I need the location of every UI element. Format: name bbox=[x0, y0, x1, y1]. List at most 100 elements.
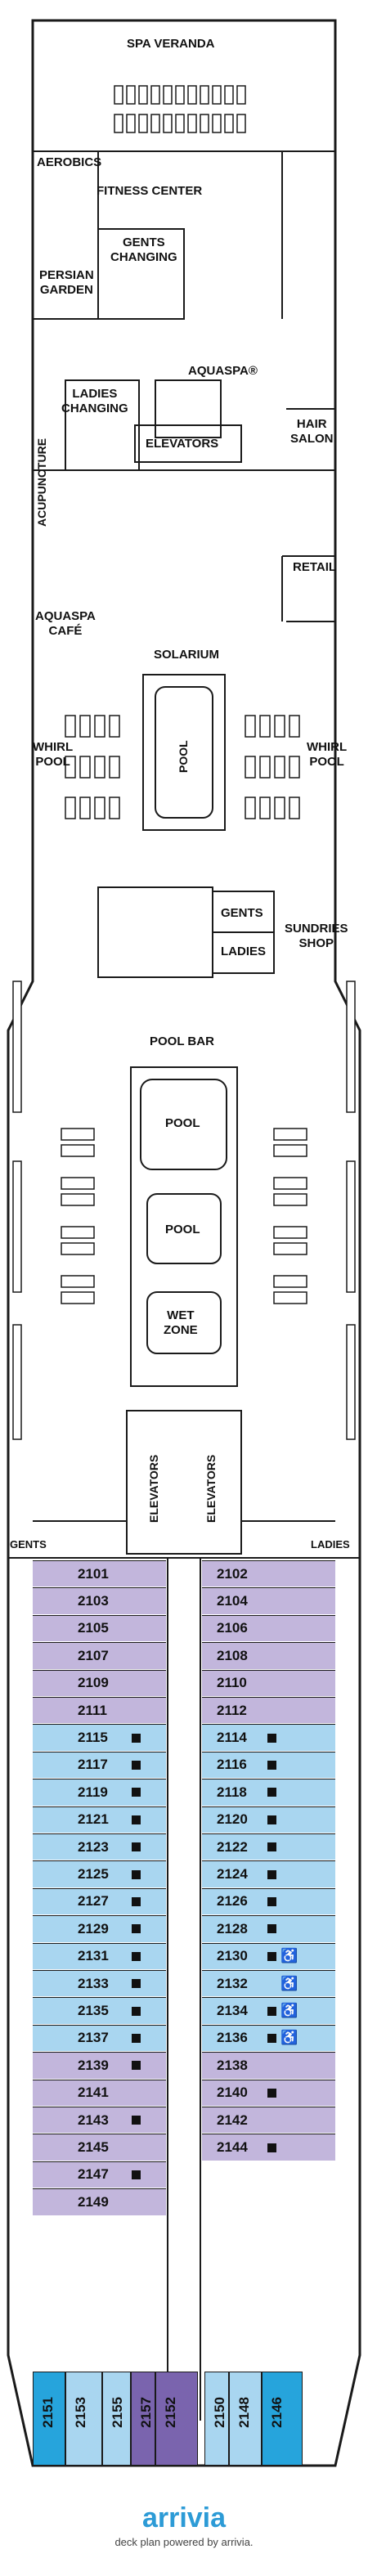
cabin-number: 2123 bbox=[78, 1838, 109, 1855]
cabin-2155[interactable]: 2155 bbox=[102, 2372, 131, 2466]
cabin-2116[interactable]: 2116 bbox=[202, 1751, 335, 1779]
whirl-pool-left-line-2: POOL bbox=[35, 755, 70, 769]
cabin-marker-icon bbox=[267, 1924, 276, 1934]
cabin-2127[interactable]: 2127 bbox=[33, 1887, 166, 1915]
cabin-number: 2138 bbox=[217, 2057, 248, 2073]
cabin-number: 2147 bbox=[78, 2166, 109, 2183]
cabin-number: 2133 bbox=[78, 1975, 109, 1991]
cabin-2147[interactable]: 2147 bbox=[33, 2161, 166, 2188]
cabin-2103[interactable]: 2103 bbox=[33, 1587, 166, 1614]
cabin-2110[interactable]: 2110 bbox=[202, 1669, 335, 1696]
brand-logo[interactable]: arrivia bbox=[141, 2502, 227, 2533]
cabin-2122[interactable]: 2122 bbox=[202, 1833, 335, 1860]
cabin-2136[interactable]: 2136♿ bbox=[202, 2024, 335, 2052]
elevators-right-label: ELEVATORS bbox=[204, 1454, 218, 1523]
cabin-number: 2104 bbox=[217, 1593, 248, 1609]
cabin-2151[interactable]: 2151 bbox=[33, 2372, 65, 2466]
cabin-2129[interactable]: 2129 bbox=[33, 1915, 166, 1942]
cabin-2130[interactable]: 2130♿ bbox=[202, 1942, 335, 1969]
cabin-marker-icon bbox=[267, 2006, 276, 2016]
cabin-number: 2103 bbox=[78, 1593, 109, 1609]
cabin-2107[interactable]: 2107 bbox=[33, 1642, 166, 1669]
cabin-2139[interactable]: 2139 bbox=[33, 2052, 166, 2079]
cabin-2106[interactable]: 2106 bbox=[202, 1614, 335, 1642]
cabin-2138[interactable]: 2138 bbox=[202, 2052, 335, 2079]
cabin-2149[interactable]: 2149 bbox=[33, 2188, 166, 2215]
cabin-number: 2151 bbox=[40, 2397, 56, 2428]
aquaspa-cafe-line-2: CAFÉ bbox=[48, 624, 83, 638]
cabin-2109[interactable]: 2109 bbox=[33, 1669, 166, 1696]
cabin-2104[interactable]: 2104 bbox=[202, 1587, 335, 1614]
elevators-left-label: ELEVATORS bbox=[147, 1454, 160, 1523]
cabin-number: 2141 bbox=[78, 2085, 109, 2101]
cabin-2105[interactable]: 2105 bbox=[33, 1614, 166, 1642]
cabin-number: 2116 bbox=[217, 1757, 247, 1773]
cabin-marker-icon bbox=[132, 1760, 141, 1770]
persian-garden-line-1: PERSIAN bbox=[39, 268, 94, 282]
cabin-2120[interactable]: 2120 bbox=[202, 1806, 335, 1833]
cabin-marker-icon bbox=[267, 1788, 276, 1797]
cabin-number: 2157 bbox=[138, 2397, 154, 2428]
cabin-2108[interactable]: 2108 bbox=[202, 1642, 335, 1669]
cabin-marker-icon bbox=[267, 1896, 276, 1906]
cabin-2117[interactable]: 2117 bbox=[33, 1751, 166, 1779]
cabin-number: 2105 bbox=[78, 1620, 109, 1636]
solarium-pool-label: POOL bbox=[177, 740, 190, 773]
cabin-number: 2134 bbox=[217, 2003, 248, 2019]
cabin-number: 2114 bbox=[217, 1730, 247, 1746]
cabin-2115[interactable]: 2115 bbox=[33, 1724, 166, 1751]
cabin-2111[interactable]: 2111 bbox=[33, 1697, 166, 1724]
cabin-2128[interactable]: 2128 bbox=[202, 1915, 335, 1942]
cabin-2152[interactable]: 2152 bbox=[155, 2372, 198, 2466]
gents-label: GENTS bbox=[221, 906, 263, 920]
cabin-2143[interactable]: 2143 bbox=[33, 2107, 166, 2134]
cabin-number: 2126 bbox=[217, 1893, 248, 1910]
cabin-2146[interactable]: 2146 bbox=[262, 2372, 303, 2466]
cabin-2135[interactable]: 2135 bbox=[33, 1997, 166, 2024]
cabin-2148[interactable]: 2148 bbox=[229, 2372, 262, 2466]
cabin-2102[interactable]: 2102 bbox=[202, 1560, 335, 1587]
cabin-2142[interactable]: 2142 bbox=[202, 2107, 335, 2134]
cabin-2132[interactable]: 2132♿ bbox=[202, 1970, 335, 1997]
forward-lobby bbox=[8, 1410, 360, 2421]
cabin-2125[interactable]: 2125 bbox=[33, 1860, 166, 1887]
cabin-2140[interactable]: 2140 bbox=[202, 2079, 335, 2106]
cabin-2153[interactable]: 2153 bbox=[65, 2372, 102, 2466]
cabin-2101[interactable]: 2101 bbox=[33, 1560, 166, 1587]
pool-bar-label: POOL BAR bbox=[150, 1034, 214, 1048]
cabin-marker-icon bbox=[132, 1869, 141, 1879]
pool-2-label: POOL bbox=[165, 1223, 200, 1236]
cabin-2118[interactable]: 2118 bbox=[202, 1779, 335, 1806]
cabin-2119[interactable]: 2119 bbox=[33, 1779, 166, 1806]
ladies-forward-label: LADIES bbox=[311, 1538, 350, 1551]
cabin-2131[interactable]: 2131 bbox=[33, 1942, 166, 1969]
cabin-2123[interactable]: 2123 bbox=[33, 1833, 166, 1860]
cabin-2114[interactable]: 2114 bbox=[202, 1724, 335, 1751]
cabin-2150[interactable]: 2150 bbox=[204, 2372, 229, 2466]
pool-1-label: POOL bbox=[165, 1116, 200, 1130]
cabin-2157[interactable]: 2157 bbox=[131, 2372, 155, 2466]
cabin-number: 2140 bbox=[217, 2085, 248, 2101]
cabin-number: 2143 bbox=[78, 2112, 109, 2128]
cabin-number: 2122 bbox=[217, 1838, 248, 1855]
main-pools bbox=[130, 1066, 238, 1387]
cabin-2137[interactable]: 2137 bbox=[33, 2024, 166, 2052]
cabin-2141[interactable]: 2141 bbox=[33, 2079, 166, 2106]
cabin-2145[interactable]: 2145 bbox=[33, 2134, 166, 2161]
cabin-number: 2145 bbox=[78, 2139, 109, 2156]
cabin-2126[interactable]: 2126 bbox=[202, 1887, 335, 1915]
cabin-marker-icon bbox=[132, 1733, 141, 1743]
cabin-marker-icon bbox=[267, 1951, 276, 1961]
cabin-number: 2118 bbox=[217, 1784, 247, 1800]
cabin-2133[interactable]: 2133 bbox=[33, 1970, 166, 1997]
cabin-2124[interactable]: 2124 bbox=[202, 1860, 335, 1887]
cabin-2144[interactable]: 2144 bbox=[202, 2134, 335, 2161]
cabin-number: 2139 bbox=[78, 2057, 109, 2073]
deck-loungers bbox=[12, 981, 356, 1440]
cabin-2121[interactable]: 2121 bbox=[33, 1806, 166, 1833]
aquaspa-cafe-label: AQUASPA CAFÉ bbox=[35, 609, 96, 639]
cabin-2112[interactable]: 2112 bbox=[202, 1697, 335, 1724]
retail-label: RETAIL bbox=[293, 560, 337, 574]
cabin-2134[interactable]: 2134♿ bbox=[202, 1997, 335, 2024]
persian-garden-line-2: GARDEN bbox=[39, 283, 93, 297]
